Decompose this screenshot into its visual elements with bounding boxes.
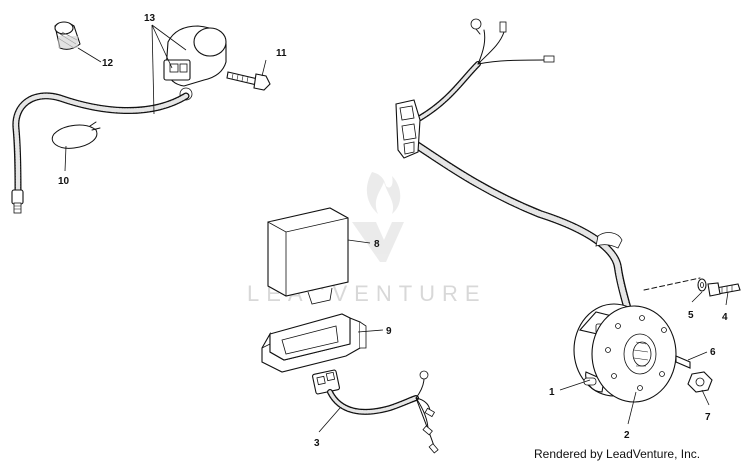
flywheel-part — [591, 305, 677, 403]
watermark-logo — [352, 172, 404, 262]
callout-3: 3 — [314, 438, 320, 449]
callout-1: 1 — [549, 387, 555, 398]
spark-plug-wire-part — [12, 92, 190, 194]
callout-7: 7 — [705, 412, 711, 423]
washer-part — [697, 278, 707, 292]
callout-10: 10 — [58, 176, 70, 187]
callout-8: 8 — [374, 239, 380, 250]
callout-11: 11 — [276, 48, 287, 59]
ignition-coil-part — [163, 25, 227, 101]
spark-plug-cap-part — [54, 21, 81, 50]
footer-credit: Rendered by LeadVenture, Inc. — [534, 447, 700, 461]
callout-9: 9 — [386, 326, 392, 337]
stator-harness-part — [395, 18, 632, 314]
callout-4: 4 — [722, 312, 728, 323]
callout-6: 6 — [710, 347, 716, 358]
leader-lines — [64, 24, 729, 433]
cdi-unit-part — [267, 207, 349, 305]
callout-2: 2 — [624, 430, 630, 441]
callout-13: 13 — [144, 13, 156, 24]
flywheel-bolt-part — [643, 277, 741, 297]
callout-5: 5 — [688, 310, 694, 321]
cdi-bracket-part — [261, 313, 367, 373]
flywheel-nut-part — [687, 371, 713, 393]
sub-harness-part — [312, 369, 439, 454]
spark-plug-terminal-part — [11, 189, 24, 214]
wire-clip-part — [51, 121, 101, 149]
coil-bolt-part — [226, 71, 271, 91]
callout-12: 12 — [102, 58, 114, 69]
woodruff-key-part — [675, 355, 691, 369]
